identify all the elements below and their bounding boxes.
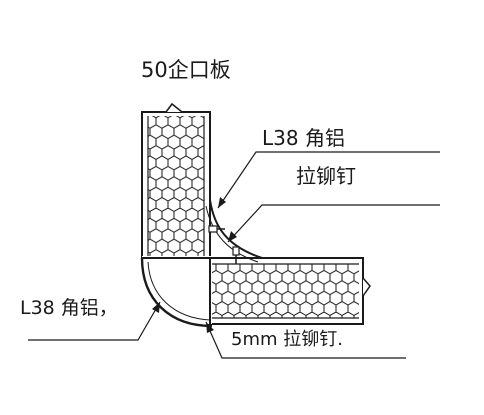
label-outer-rivet: 5mm 拉铆钉. [231,329,343,350]
outer-angle-profile [140,257,213,328]
inner-angle-profile-edge [205,205,259,263]
rivet-upper [208,225,225,233]
label-inner-angle-aluminium: L38 角铝 [262,126,345,150]
leader-l38-left [28,301,161,341]
leader-l38-top [217,151,440,209]
outer-angle-profile-inner [147,261,211,321]
leader-rivet-bottom [205,321,406,359]
vertical-panel [141,102,211,261]
panel-title-label: 50企口板 [141,58,231,82]
leader-rivet-top [227,204,440,243]
rivet-lower [232,246,240,264]
label-inner-rivet: 拉铆钉 [296,164,356,188]
inner-angle-profile [209,199,263,259]
label-outer-angle-aluminium: L38 角铝， [20,297,118,319]
horizontal-panel [207,257,371,325]
